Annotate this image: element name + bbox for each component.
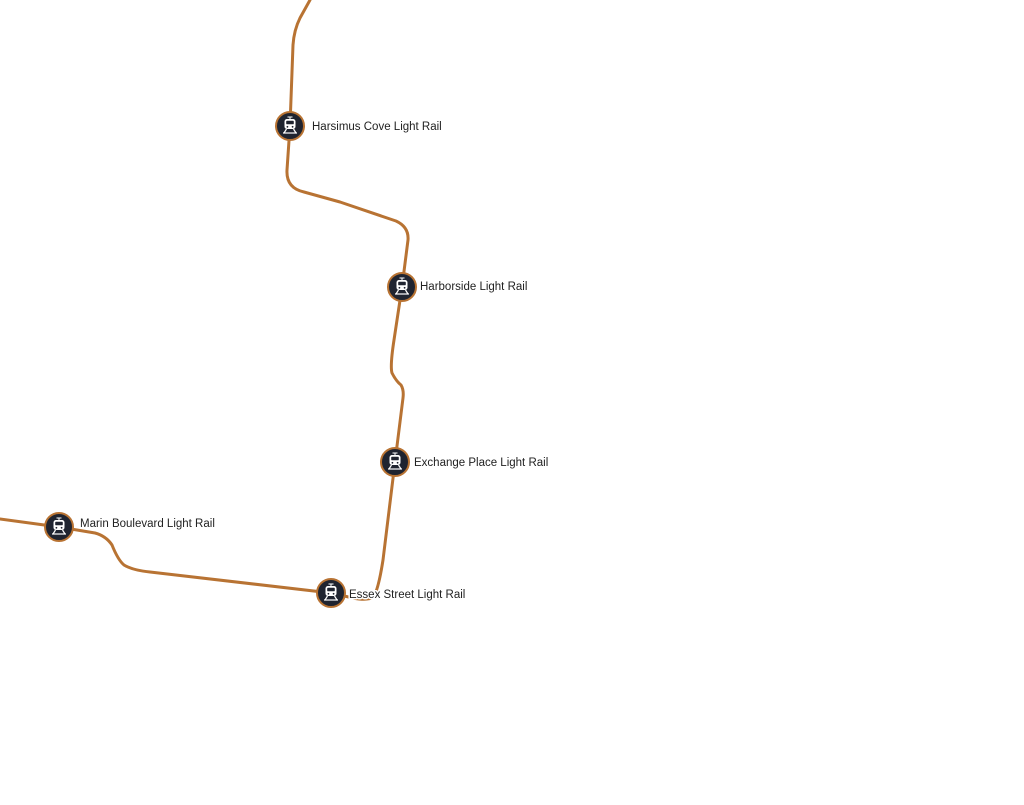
light-rail-line-north [285,0,410,601]
station-exchange-place[interactable]: Exchange Place Light Rail [380,447,550,477]
station-essex-street[interactable]: Essex Street Light Rail [316,578,467,608]
station-marin-boulevard[interactable]: Marin Boulevard Light Rail [44,512,216,542]
light-rail-line-west [0,517,333,595]
station-label: Harsimus Cove Light Rail [312,121,442,133]
station-harborside[interactable]: Harborside Light Rail [387,272,529,302]
station-label: Marin Boulevard Light Rail [80,518,215,530]
station-label: Exchange Place Light Rail [414,457,548,469]
station-label: Essex Street Light Rail [349,589,465,601]
station-label: Harborside Light Rail [420,281,527,293]
station-harsimus-cove[interactable]: Harsimus Cove Light Rail [275,111,443,141]
